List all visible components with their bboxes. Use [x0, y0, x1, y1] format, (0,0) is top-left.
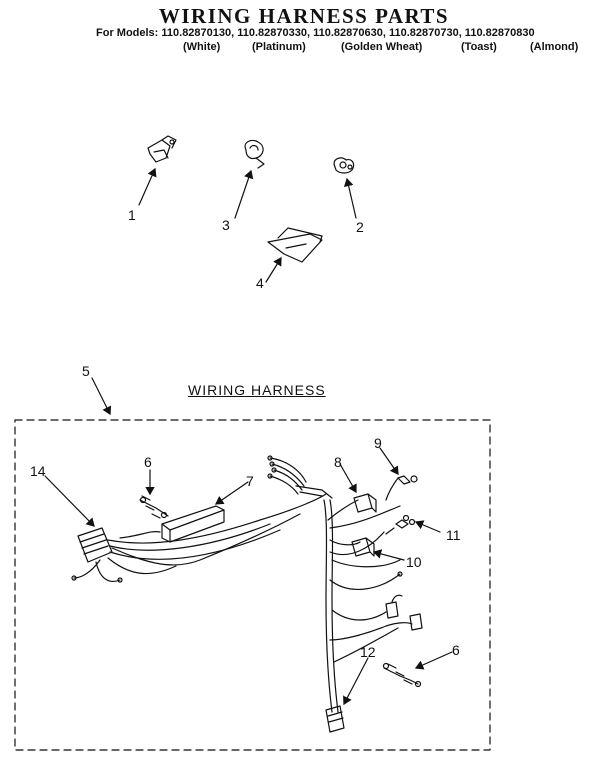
arrow-10	[372, 549, 405, 561]
harness-enclosure	[14, 419, 491, 751]
callout-4: 4	[256, 275, 264, 291]
harness-label: WIRING HARNESS	[188, 382, 326, 398]
callout-11: 11	[446, 527, 461, 543]
callout-3: 3	[222, 217, 230, 233]
part-6-lower	[382, 662, 422, 688]
arrow-6b	[414, 651, 453, 670]
callout-12: 12	[360, 644, 376, 660]
page-title: WIRING HARNESS PARTS	[158, 4, 450, 28]
arrow-8	[339, 463, 357, 494]
callout-5: 5	[82, 363, 90, 379]
color-platinum: (Platinum)	[252, 41, 306, 53]
arrow-7	[215, 481, 249, 505]
models-line: For Models: 110.82870130, 110.82870330, …	[96, 27, 535, 39]
callout-8: 8	[334, 454, 342, 470]
part-7-block	[161, 505, 225, 543]
callout-10: 10	[406, 554, 422, 570]
part-12-connector	[325, 705, 345, 733]
arrow-9	[379, 447, 399, 475]
part-10-connector	[351, 537, 375, 557]
arrow-14	[44, 475, 95, 527]
color-almond: (Almond)	[530, 41, 579, 53]
color-golden-wheat: (Golden Wheat)	[341, 41, 423, 53]
arrow-11	[414, 520, 441, 533]
callout-9: 9	[374, 435, 382, 451]
right-branch	[327, 499, 413, 663]
left-wire-bundle	[71, 493, 327, 583]
callout-14: 14	[30, 463, 46, 479]
part-1-clip	[147, 135, 177, 163]
callout-7: 7	[246, 473, 254, 489]
part-3-clamp	[244, 139, 265, 169]
callout-1: 1	[128, 207, 136, 223]
right-plugs	[385, 594, 423, 631]
arrow-12	[343, 657, 369, 706]
callout-6-lower: 6	[452, 642, 460, 658]
part-11-terminals	[385, 514, 416, 535]
callout-2: 2	[356, 219, 364, 235]
part-8-connector	[353, 493, 377, 513]
callout-6-upper: 6	[144, 454, 152, 470]
part-6-upper	[139, 495, 169, 519]
harness-trunk	[295, 485, 339, 713]
arrow-2	[343, 177, 357, 219]
color-white: (White)	[183, 41, 221, 53]
color-toast: (Toast)	[461, 41, 497, 53]
top-leads	[267, 455, 307, 495]
color-list: (White) (Platinum) (Golden Wheat) (Toast…	[0, 41, 608, 55]
arrow-4	[265, 256, 282, 283]
part-14-connector	[77, 527, 113, 563]
part-4-cover	[267, 227, 323, 263]
part-2-grommet	[333, 157, 355, 174]
arrow-1	[138, 167, 157, 206]
arrow-3	[234, 169, 254, 219]
arrow-5	[91, 377, 112, 416]
part-9-terminal	[385, 475, 418, 501]
